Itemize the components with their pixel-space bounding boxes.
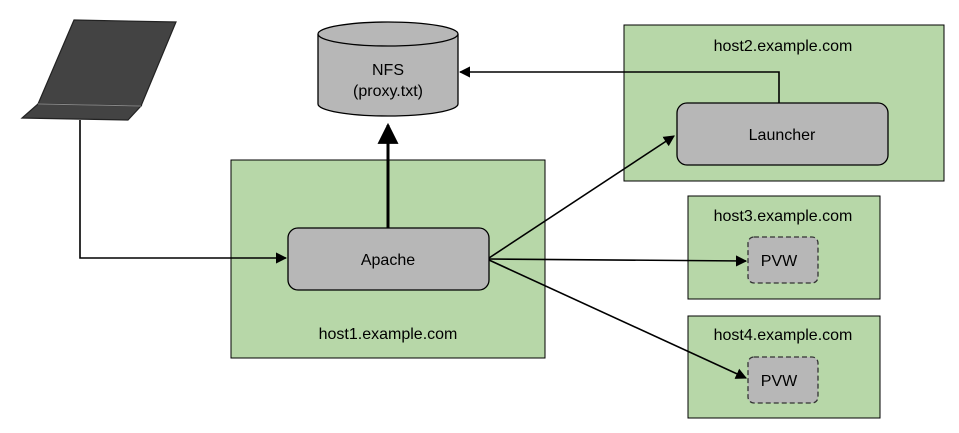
edge-apache-to-launcher <box>488 135 675 259</box>
laptop-icon <box>20 19 177 121</box>
edge-apache-to-pvw3 <box>488 255 748 267</box>
apache-label: Apache <box>361 252 415 269</box>
nfs-label-line1: NFS <box>372 62 404 79</box>
nfs-label-line2: (proxy.txt) <box>353 83 423 100</box>
edge-laptop-to-apache <box>79 120 288 264</box>
host2-label: host2.example.com <box>714 38 853 55</box>
pvw-label-host3: PVW <box>761 253 798 270</box>
nfs-cylinder-top <box>317 21 459 47</box>
laptop-keyboard <box>20 103 143 121</box>
host4-label: host4.example.com <box>714 327 853 344</box>
host3-label: host3.example.com <box>714 208 853 225</box>
edge-launcher-to-nfs <box>458 66 780 103</box>
pvw-node-host3 <box>747 236 819 284</box>
database-cylinder-icon <box>317 21 459 117</box>
laptop-screen <box>37 19 177 107</box>
host1-label: host1.example.com <box>319 326 458 343</box>
apache-node <box>287 227 490 291</box>
nfs-cylinder-body <box>317 34 459 117</box>
launcher-node <box>676 102 889 166</box>
pvw-node-host4 <box>747 356 819 404</box>
edge-apache-to-pvw4 <box>488 259 748 379</box>
pvw-label-host4: PVW <box>761 373 798 390</box>
laptop-hinge <box>37 103 142 107</box>
launcher-label: Launcher <box>749 127 816 144</box>
